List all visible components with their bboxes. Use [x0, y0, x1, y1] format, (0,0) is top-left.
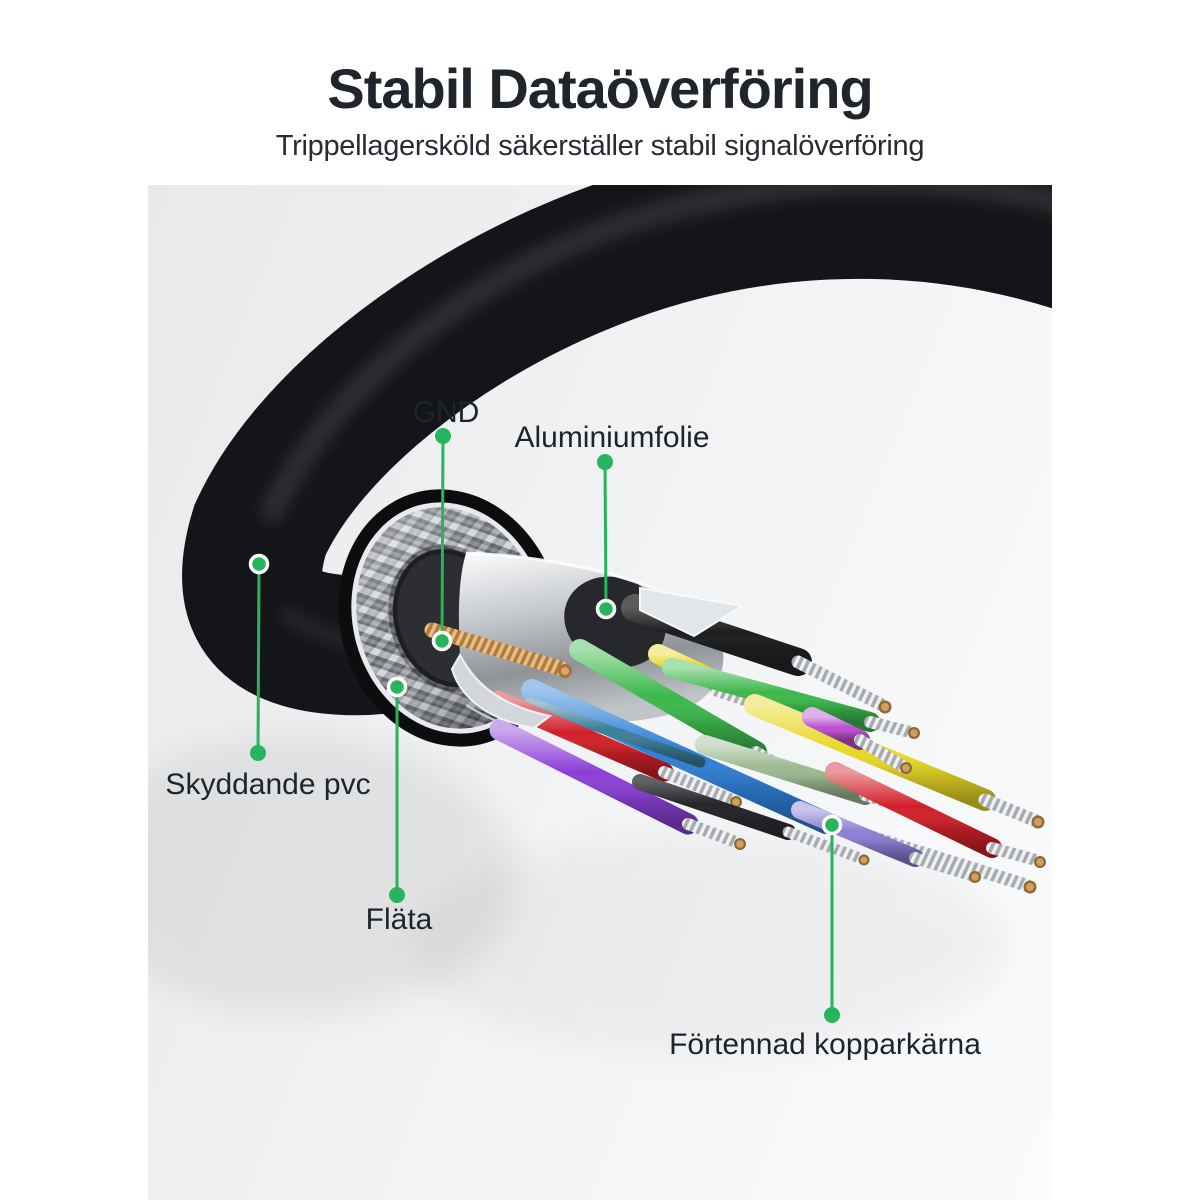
page-subtitle: Trippellagersköld säkerställer stabil si…: [275, 130, 925, 162]
gnd-line: [440, 435, 445, 642]
skyddande-pvc-target-dot: [248, 553, 270, 575]
annotation-dots: [248, 428, 843, 1023]
gnd-target-dot: [431, 630, 453, 652]
cable-cutaway-svg: [148, 185, 1052, 1055]
wire-red-long: [825, 762, 1046, 868]
flata-label-dot: [389, 887, 405, 903]
wire-lavender: [791, 801, 981, 883]
skyddande-pvc-label-dot: [250, 745, 266, 761]
fortennad-kopparkarna-label: Förtennad kopparkärna: [669, 1028, 981, 1061]
fan-shadow: [408, 835, 1008, 1055]
skyddande-pvc-label: Skyddande pvc: [165, 768, 371, 801]
wire-green-upper: [662, 658, 920, 739]
wire-black-lower: [632, 774, 870, 866]
page-title: Stabil Dataöverföring: [327, 57, 873, 120]
cable-cutaway-illustration: [148, 185, 1052, 1200]
aluminiumfolie-target-dot: [595, 598, 617, 620]
aluminiumfolie-line: [603, 461, 608, 610]
gnd-label-dot: [435, 428, 451, 444]
kopparkarna-target-dot: [821, 814, 843, 836]
skyddande-pvc-line: [256, 563, 261, 754]
gnd-label: GND: [412, 396, 480, 429]
foil-flap: [639, 586, 745, 638]
kopparkarna-label-dot: [824, 1007, 840, 1023]
aluminiumfolie-label-dot: [597, 454, 613, 470]
wire-teal: [524, 697, 706, 768]
annotation-lines: [256, 435, 834, 1015]
jacket-top-highlight: [261, 185, 1052, 522]
foil-lower-lip: [450, 652, 553, 730]
wire-violet: [489, 719, 746, 850]
flata-target-dot: [386, 676, 408, 698]
flata-label: Fläta: [365, 903, 433, 936]
cable-shadow: [148, 735, 518, 1015]
gnd-copper-core: [424, 622, 572, 678]
aluminiumfolie-label: Aluminiumfolie: [514, 421, 710, 454]
wire-orchid-stub: [802, 707, 912, 774]
